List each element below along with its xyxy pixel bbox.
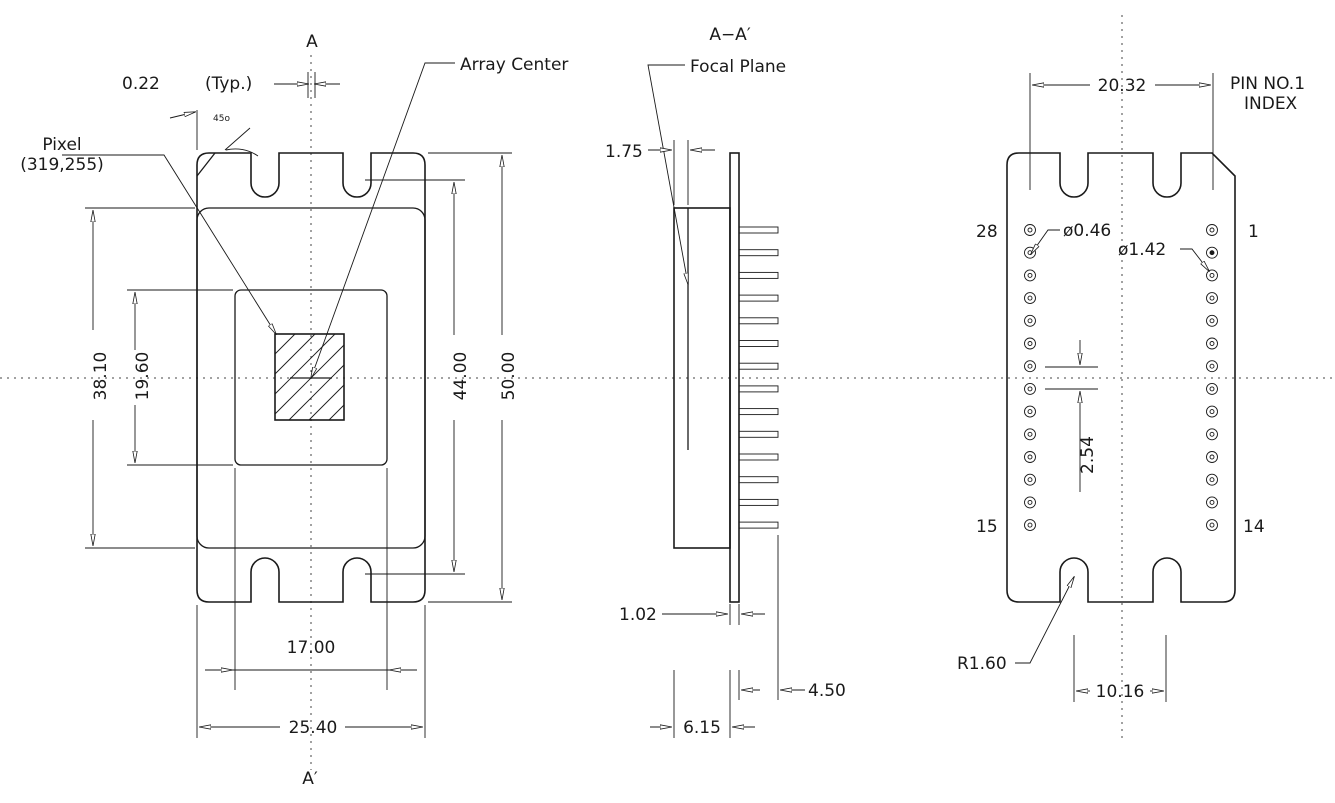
side-pin — [738, 362, 779, 370]
pin-pad — [1206, 519, 1218, 532]
front-view: A A′ 0.22 (Typ.) 45o Pixel (319,255) Arr… — [20, 32, 568, 789]
rear-package-outline — [1006, 152, 1236, 603]
pin-index-label: PIN NO.1 — [1230, 74, 1305, 94]
active-area — [234, 289, 388, 466]
pin-label-1: 1 — [1248, 222, 1259, 242]
pin-pad — [1206, 224, 1218, 236]
array-hatching — [274, 333, 345, 421]
pin-pad — [1206, 269, 1218, 282]
pixel-label: Pixel — [42, 135, 81, 155]
dim-2-54: 2.54 — [1078, 436, 1098, 474]
dim-0-22: 0.22 — [122, 74, 160, 94]
pin-pad — [1024, 224, 1036, 236]
dim-6-15: 6.15 — [683, 718, 721, 738]
dim-pad-diameter: ø1.42 — [1118, 240, 1166, 260]
dim-17-00: 17.00 — [287, 638, 336, 658]
pin-label-14: 14 — [1243, 517, 1265, 537]
focal-plane-label: Focal Plane — [690, 57, 786, 77]
pin-pad — [1024, 519, 1036, 532]
dim-50-00: 50.00 — [499, 352, 519, 401]
side-pin — [738, 476, 779, 484]
side-pin — [738, 249, 779, 257]
dim-4-50: 4.50 — [808, 681, 846, 701]
array-center-leader — [311, 62, 455, 378]
section-marker-bottom: A′ — [302, 769, 318, 789]
pin-pad — [1024, 314, 1036, 327]
dim-25-40: 25.40 — [289, 718, 338, 738]
pin-pad — [1206, 337, 1218, 350]
pin-1-marker — [1210, 250, 1214, 255]
typ-label: (Typ.) — [205, 74, 252, 94]
pin-pad — [1024, 337, 1036, 350]
dim-19-60: 19.60 — [133, 352, 153, 401]
pin-index-label-2: INDEX — [1244, 94, 1298, 114]
side-pin — [738, 521, 779, 529]
pin-pad — [1206, 382, 1218, 395]
rear-view: 28 1 15 14 PIN NO.1 INDEX 20.32 ø0.46 ø1… — [957, 73, 1305, 702]
front-package-outline — [196, 152, 426, 603]
pin-pad — [1024, 360, 1036, 373]
dim-r1-60: R1.60 — [957, 654, 1007, 674]
side-pin — [738, 271, 779, 279]
dim-38-10: 38.10 — [91, 352, 111, 401]
pin-pad — [1206, 405, 1218, 418]
window-frame — [196, 207, 426, 549]
side-pin — [738, 294, 779, 302]
focal-plane-leader — [647, 64, 688, 284]
pin-pad — [1024, 473, 1036, 486]
pin-column-right — [1206, 224, 1218, 532]
front-chamfer-line — [196, 152, 216, 177]
pin-pad — [1206, 451, 1218, 463]
pin-pad — [1024, 496, 1036, 509]
pin-pad — [1206, 360, 1218, 373]
side-pin — [738, 430, 779, 438]
dim-44-00: 44.00 — [451, 352, 471, 401]
focal-plane-array — [274, 333, 345, 421]
dim-1-02: 1.02 — [619, 605, 657, 625]
side-pin — [738, 453, 779, 461]
pin-pad — [1206, 496, 1218, 509]
side-pin — [738, 385, 779, 393]
pin-pad — [1206, 314, 1218, 327]
side-pin — [738, 317, 779, 325]
section-title: A−A′ — [709, 25, 751, 45]
side-pin — [738, 226, 779, 234]
center-lines — [0, 15, 1335, 770]
section-marker-top: A — [306, 32, 318, 52]
side-substrate — [729, 152, 740, 603]
pin-pad — [1206, 473, 1218, 486]
pin-label-15: 15 — [976, 517, 998, 537]
pin-pad — [1206, 428, 1218, 441]
side-pin — [738, 498, 779, 506]
side-view: A−A′ Focal Plane 1.75 1.02 4.50 6.15 — [605, 25, 846, 738]
pin-label-28: 28 — [976, 222, 998, 242]
chamfer-angle-label: 45o — [213, 114, 230, 124]
pin-pad — [1024, 428, 1036, 441]
pin-pad — [1024, 382, 1036, 395]
pin-pad — [1024, 269, 1036, 282]
pin-pad — [1206, 292, 1218, 305]
pin-column-left — [1024, 224, 1036, 532]
dim-10-16: 10.16 — [1096, 682, 1145, 702]
pin-pad — [1024, 405, 1036, 418]
side-pins — [738, 226, 779, 529]
side-pin — [738, 340, 779, 347]
pixel-leader — [62, 154, 276, 334]
array-center-label: Array Center — [460, 55, 568, 75]
pixel-coords: (319,255) — [20, 155, 104, 175]
pin-pad — [1024, 451, 1036, 463]
dim-1-75: 1.75 — [605, 142, 643, 162]
side-pin — [738, 408, 779, 416]
pin-pad — [1024, 292, 1036, 305]
dim-20-32: 20.32 — [1098, 76, 1147, 96]
pin-pad — [1024, 246, 1036, 259]
dim-pin-diameter: ø0.46 — [1063, 221, 1111, 241]
